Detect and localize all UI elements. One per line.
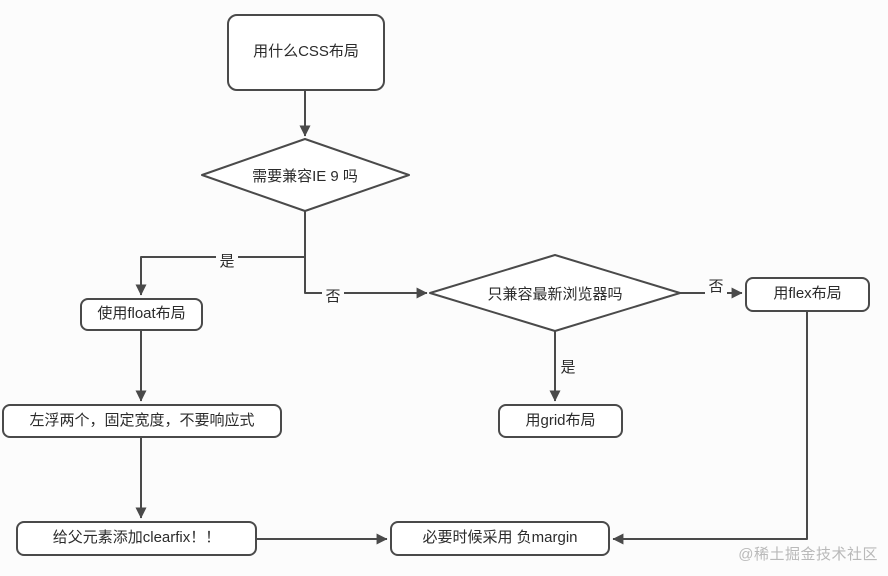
edge-label-ie9-yes: 是 <box>216 252 238 272</box>
edge-label-ie9-no: 否 <box>322 287 344 307</box>
edge-ie9-no-to-modern <box>304 211 428 299</box>
watermark-text: @稀土掘金技术社区 <box>738 546 878 563</box>
node-float-layout: 使用float布局 <box>80 298 203 331</box>
node-float-detail: 左浮两个，固定宽度，不要响应式 <box>2 404 282 438</box>
decision-modern-shape <box>429 254 681 332</box>
node-flex-layout: 用flex布局 <box>745 277 870 312</box>
edge-flex-to-margin <box>612 312 808 545</box>
node-clearfix: 给父元素添加clearfix！！ <box>16 521 257 556</box>
node-grid-layout: 用grid布局 <box>498 404 623 438</box>
decision-ie9-shape <box>201 138 410 212</box>
node-start: 用什么CSS布局 <box>227 14 385 91</box>
edge-label-modern-yes: 是 <box>557 358 579 378</box>
edge-label-modern-no: 否 <box>705 277 727 297</box>
edge-ie9-yes-to-float <box>135 256 305 296</box>
node-negative-margin: 必要时候采用 负margin <box>390 521 610 556</box>
